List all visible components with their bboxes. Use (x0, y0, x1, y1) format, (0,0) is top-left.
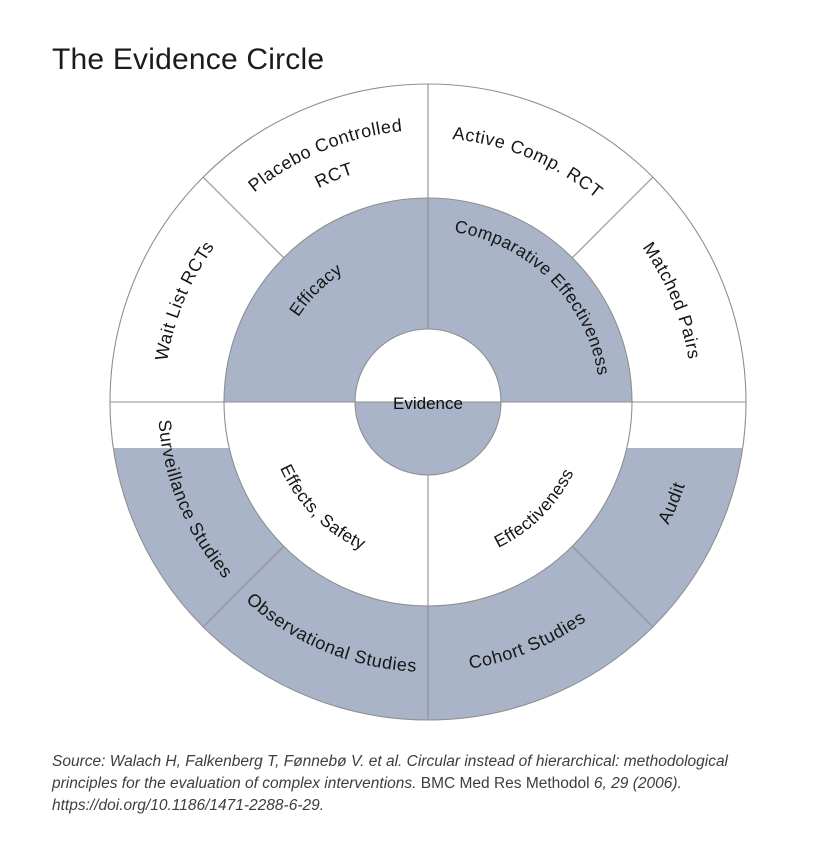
inner-quadrant-label-effects-safety: Effects, Safety (276, 461, 369, 554)
outer-ring-bottom-shading (113, 448, 743, 721)
source-line1: Source: Walach H, Falkenberg T, Fønnebø … (52, 753, 729, 770)
source-citation: Source: Walach H, Falkenberg T, Fønnebø … (52, 751, 792, 817)
center-label-evidence: Evidence (393, 394, 463, 413)
outer-segment-label-placebo-controlled-line2: RCT (312, 158, 356, 192)
source-line2-italic-pre: principles for the evaluation of complex… (52, 775, 421, 792)
diagonal-divider-lower-left (202, 545, 285, 628)
source-journal-name: BMC Med Res Methodol (420, 775, 590, 792)
inner-quadrant-label-effectiveness: Effectiveness (491, 465, 578, 552)
diagonal-divider-upper-left (202, 176, 285, 259)
page-title: The Evidence Circle (52, 43, 325, 76)
center-circle-bottom-shading (355, 402, 501, 475)
source-line2-italic-post: 6, 29 (2006). (589, 775, 682, 792)
diagonal-divider-lower-right (571, 545, 654, 628)
outer-segment-label-active-comp-rct: Active Comp. RCT (452, 123, 607, 202)
outer-segment-label-wait-list-rcts: Wait List RCTs (151, 237, 218, 362)
outer-segment-label-matched-pairs: Matched Pairs (639, 238, 705, 360)
diagonal-divider-upper-right (571, 176, 654, 259)
source-doi-url: https://doi.org/10.1186/1471-2288-6-29. (52, 797, 325, 814)
